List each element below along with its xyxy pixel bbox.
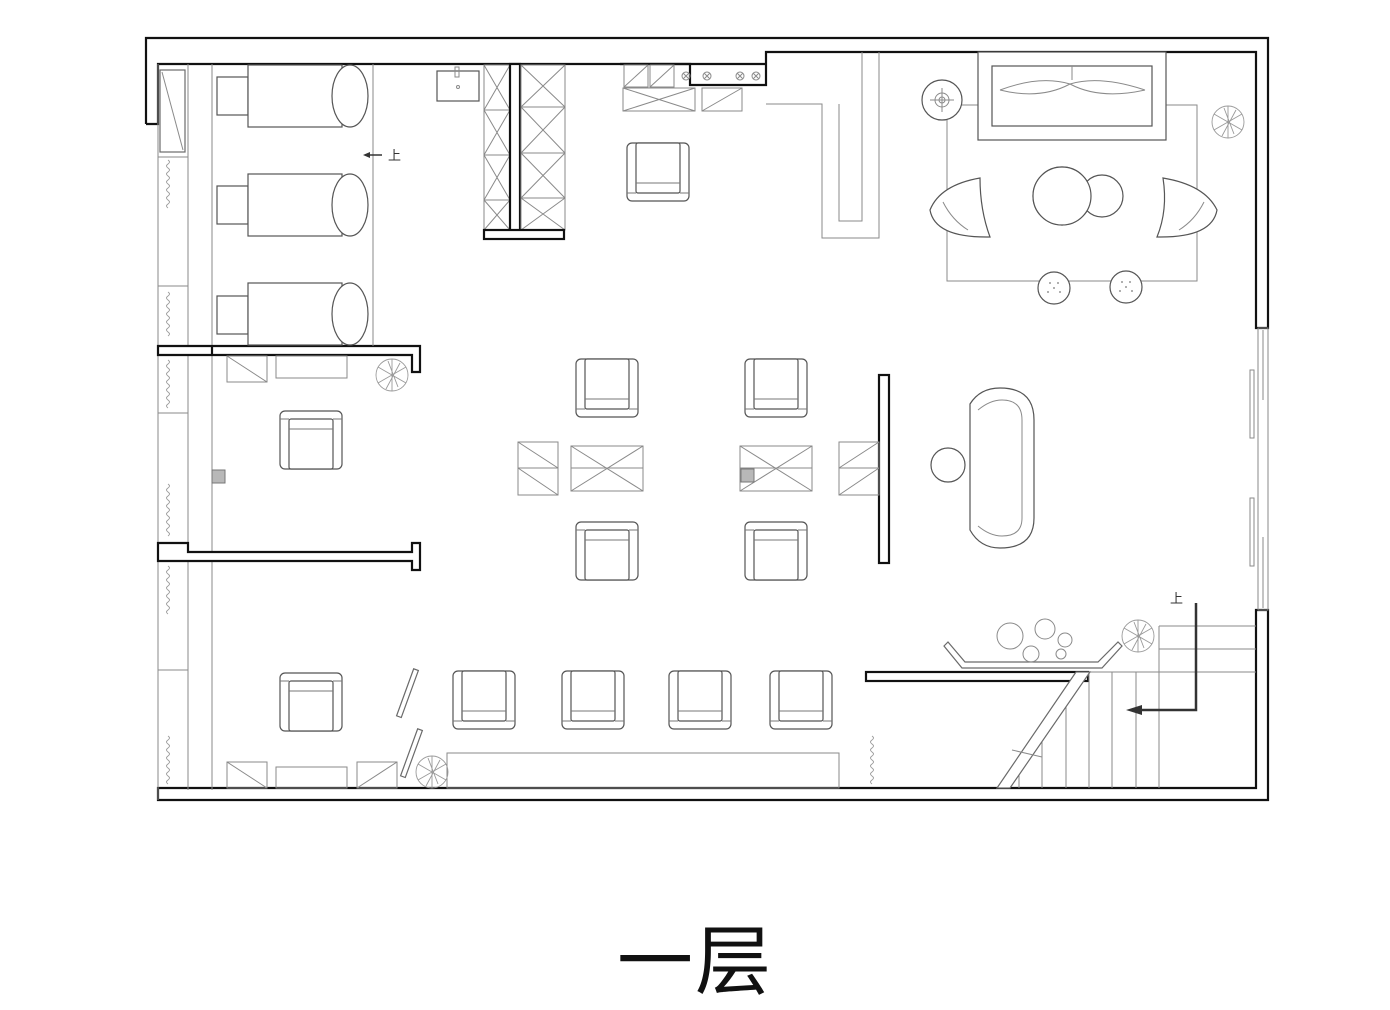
- reception-counter: [766, 52, 880, 239]
- main-hall-tables: [517, 358, 880, 581]
- round-tables: [1032, 166, 1124, 226]
- ceiling-lights: [681, 71, 761, 81]
- sink-and-shelves: [436, 62, 566, 241]
- bed-2: [216, 173, 369, 237]
- sofa: [977, 51, 1167, 141]
- bed-1: [216, 64, 369, 128]
- floor-title: 一层: [617, 917, 773, 1006]
- staircase: 上: [943, 592, 1256, 789]
- left-curtains: [158, 69, 874, 785]
- bed-3: [216, 282, 369, 346]
- vip-lounge: [921, 51, 1245, 305]
- waiting-area: [226, 668, 840, 789]
- top-cabinets: [622, 64, 761, 112]
- internal-walls: [156, 344, 1090, 683]
- side-table-lamp: [921, 79, 963, 121]
- reception-armchair: [626, 142, 690, 202]
- small-lounge: [211, 355, 409, 484]
- right-windows: [1249, 327, 1269, 611]
- long-table: [930, 387, 1035, 549]
- stair-up-label-left: 上: [388, 149, 401, 164]
- lounge-chair-right: [1156, 177, 1218, 238]
- lounge-chair-left: [929, 177, 991, 238]
- plant-vip: [1211, 105, 1245, 139]
- stools: [1037, 270, 1143, 305]
- stair-up-label-right: 上: [1170, 592, 1183, 607]
- treatment-beds: 上: [216, 64, 401, 346]
